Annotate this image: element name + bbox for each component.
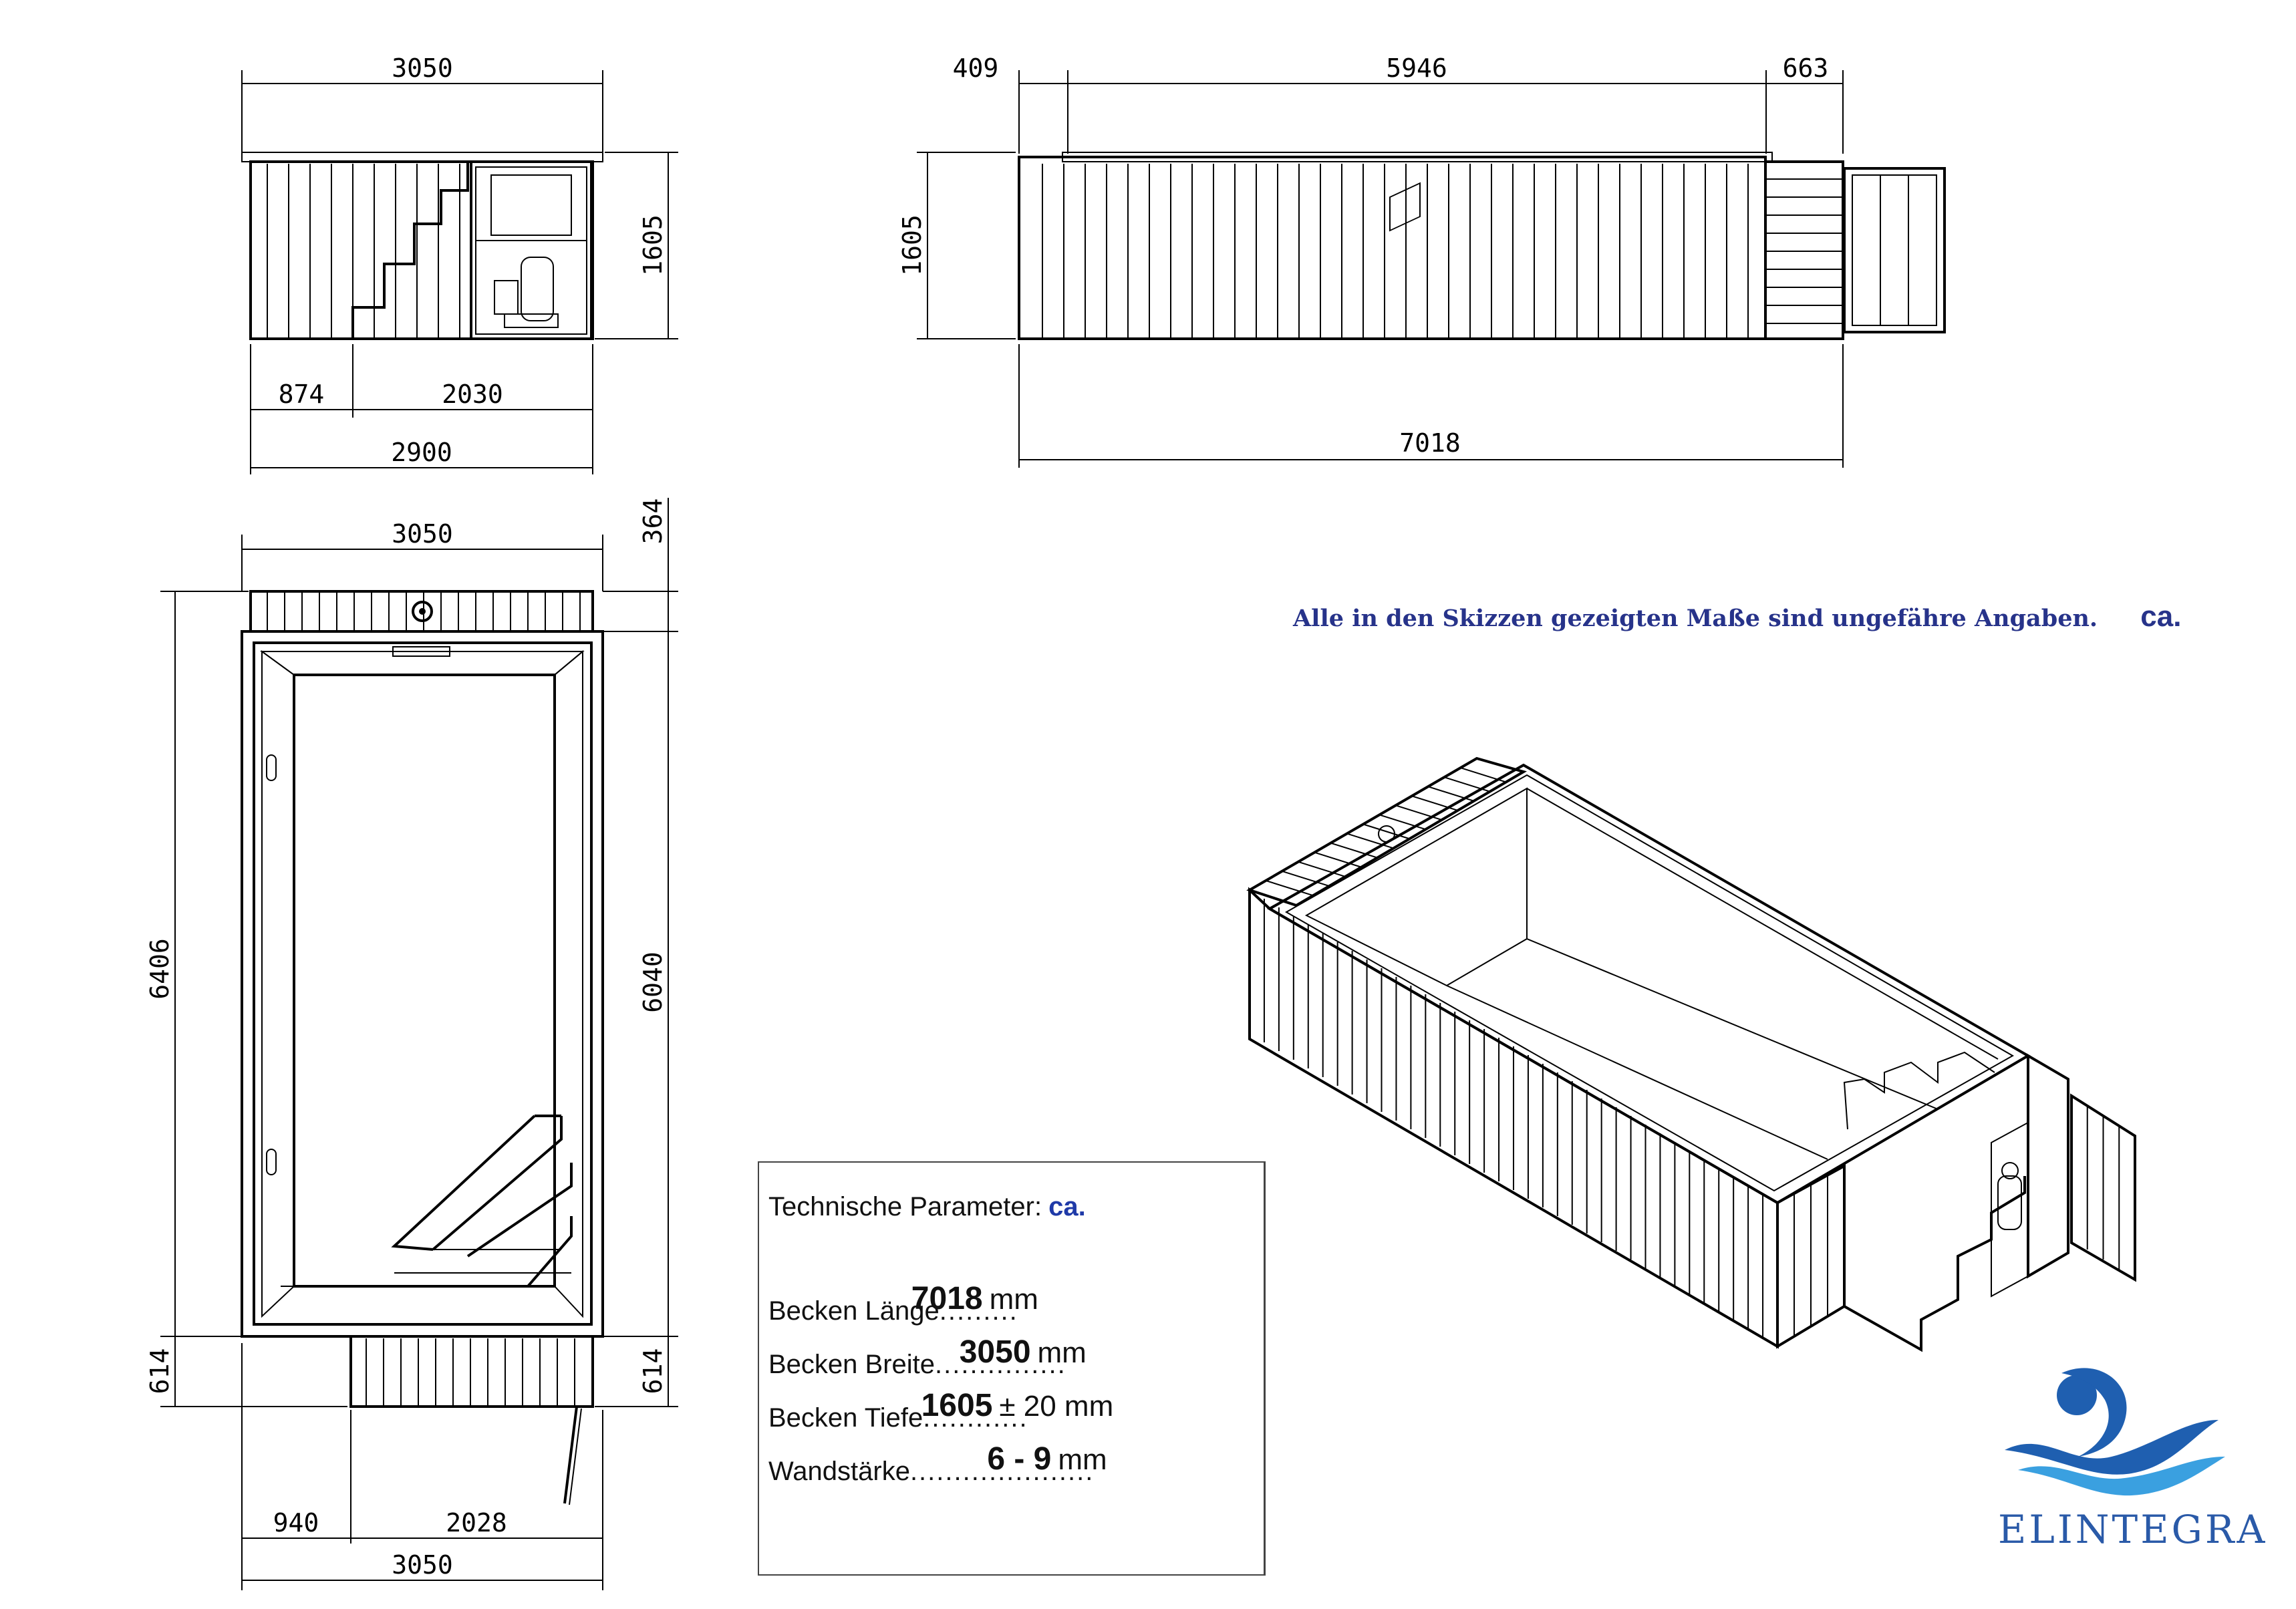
plank-line [1395, 804, 1443, 821]
front-dim-bottom: 2900 [391, 438, 452, 467]
plank-line [1265, 879, 1313, 896]
params-title-ca: ca. [1048, 1192, 1086, 1221]
front-dim-left-part: 874 [279, 380, 325, 409]
plan-view: 3050 6406 [145, 498, 678, 1590]
plank-line [1282, 870, 1329, 887]
param-dots: ............ [923, 1403, 1028, 1433]
note-ca: ca. [2140, 600, 2182, 633]
param-unit: ± 20 mm [999, 1390, 1114, 1423]
plan-dim-bottom-part-left: 940 [273, 1508, 319, 1538]
plan-dim-top: 3050 [392, 519, 453, 549]
plan-dim-bottom-total: 3050 [392, 1550, 453, 1580]
plank-line [1427, 786, 1475, 802]
plank-line [1379, 814, 1427, 831]
plan-dim-top-right: 364 [638, 498, 668, 545]
param-label: Wandstärke [768, 1457, 910, 1486]
front-view: 3050 1605 874 2030 2900 [241, 53, 678, 474]
plan-dim-right-inner: 6040 [638, 952, 668, 1013]
param-label: Becken Länge [768, 1296, 940, 1326]
dimensions-note: Alle in den Skizzen gezeigten Maße sind … [1293, 600, 2181, 633]
isometric-view [1246, 182, 2136, 1352]
note-text: Alle in den Skizzen gezeigten Maße sind … [1293, 605, 2098, 632]
param-dots: ......... [939, 1296, 1018, 1326]
front-dim-height: 1605 [638, 214, 668, 276]
plank-line [1444, 776, 1491, 793]
plank-line [1460, 767, 1508, 784]
plan-dim-bottom-part-right: 2028 [446, 1508, 507, 1538]
logo-brand-text: ELINTEGRA [1998, 1507, 2268, 1552]
plank-line [1314, 851, 1362, 868]
plan-dim-bottom-right: 614 [638, 1348, 668, 1395]
plan-dim-bottom-left: 614 [145, 1348, 174, 1395]
swimmer-wave-icon [2005, 1368, 2225, 1496]
param-unit: mm [1058, 1443, 1107, 1476]
plank-line [1411, 795, 1459, 812]
plank-line [1330, 842, 1378, 859]
elintegra-logo: ELINTEGRA [1998, 1356, 2268, 1564]
side-dim-middle: 5946 [1386, 53, 1447, 83]
params-title: Technische Parameter:ca. [768, 1192, 1086, 1222]
side-dim-total: 7018 [1399, 428, 1461, 458]
param-value: 3050 [959, 1334, 1031, 1370]
param-value: 6 - 9 [987, 1441, 1052, 1477]
params-title-text: Technische Parameter: [768, 1192, 1042, 1221]
technical-parameters-box: Technische Parameter:ca. Becken Länge...… [758, 1161, 1266, 1576]
front-dim-right-part: 2030 [442, 380, 503, 409]
side-dim-left: 409 [953, 53, 999, 83]
plank-line [1346, 833, 1395, 849]
param-value: 7018 [911, 1281, 983, 1316]
plank-line [1362, 823, 1411, 840]
side-view: 409 5946 663 1605 7018 [897, 53, 1946, 468]
param-dots: ..................... [909, 1457, 1095, 1486]
side-dim-right: 663 [1783, 53, 1829, 83]
param-unit: mm [989, 1283, 1038, 1316]
param-label: Becken Tiefe [768, 1403, 923, 1433]
param-value: 1605 [921, 1388, 993, 1423]
side-dim-height: 1605 [897, 214, 927, 276]
front-dim-top: 3050 [392, 53, 453, 83]
plank-line [1298, 861, 1346, 877]
param-dots: ............... [935, 1350, 1066, 1379]
plan-dim-left-total: 6406 [145, 938, 174, 1000]
param-row-depth: Becken Tiefe............1605± 20 mm [768, 1388, 1113, 1435]
param-label: Becken Breite [768, 1350, 936, 1379]
param-unit: mm [1037, 1336, 1087, 1369]
